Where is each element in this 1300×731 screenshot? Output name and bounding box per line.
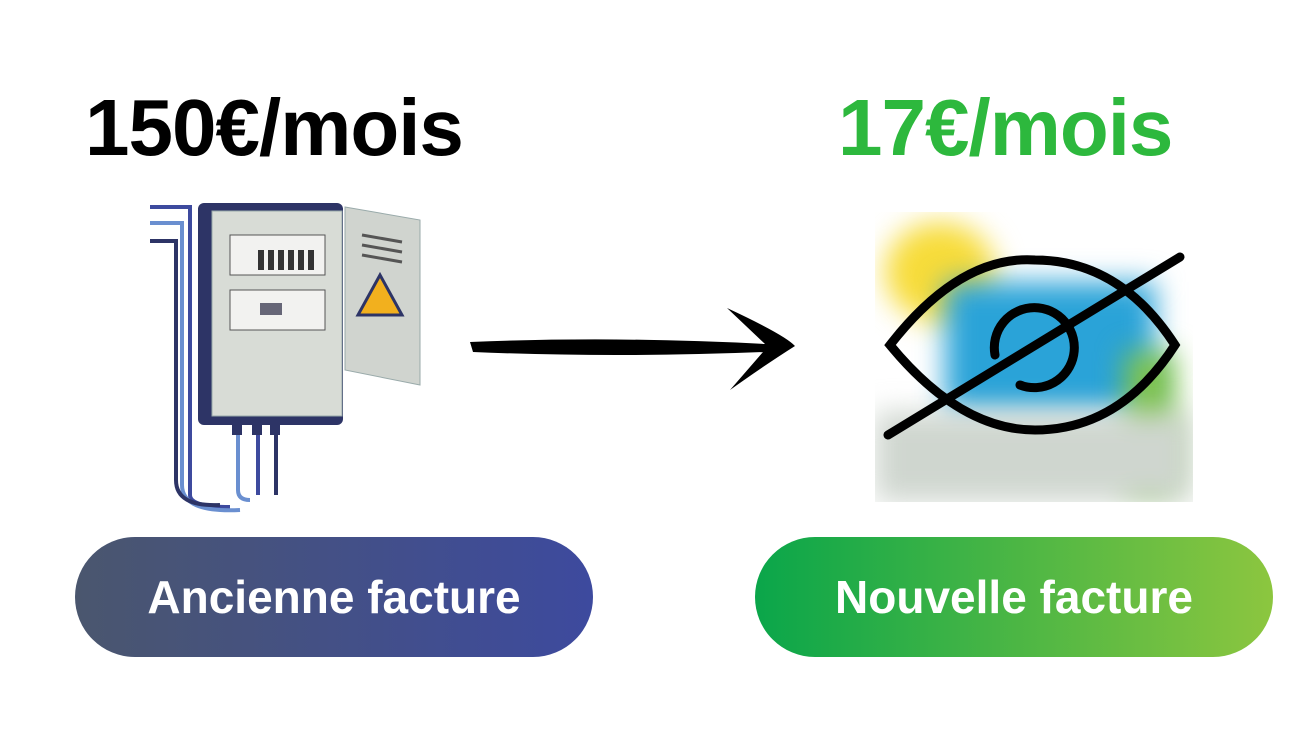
new-price: 17€/mois [838,83,1173,172]
new-bill-button: Nouvelle facture [755,537,1273,657]
eye-slash-icon [883,252,1185,440]
blurred-background-image [875,212,1193,502]
old-bill-label: Ancienne facture [147,571,521,623]
arrow-right-icon [470,308,795,390]
new-bill-label: Nouvelle facture [835,571,1193,623]
old-bill-button: Ancienne facture [75,537,593,657]
electrical-panel-icon [150,203,421,513]
old-price: 150€/mois [85,83,464,172]
